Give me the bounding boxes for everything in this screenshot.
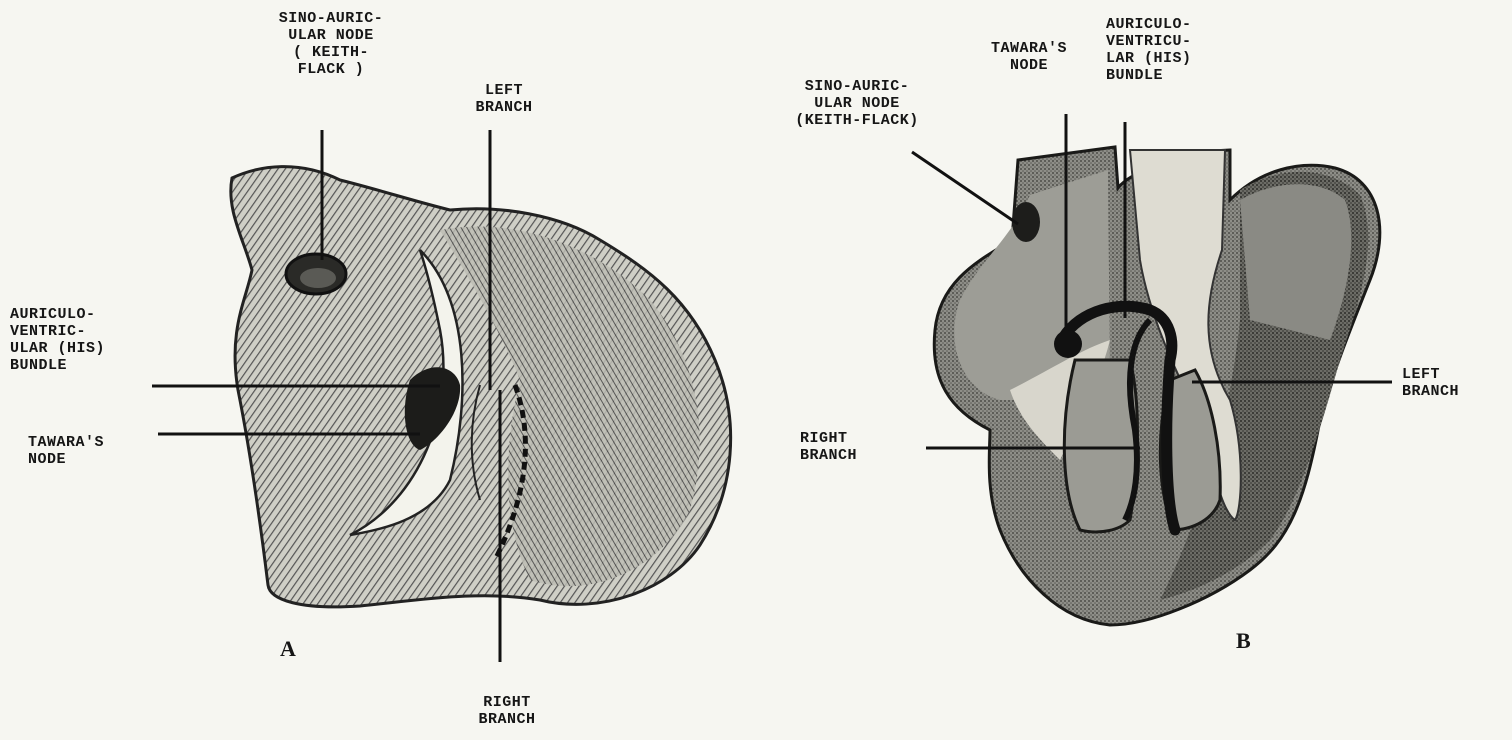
label-right-branch-a: RIGHT BRANCH (462, 694, 552, 728)
figure-letter-b: B (1236, 628, 1251, 654)
label-left-branch-b: LEFT BRANCH (1402, 366, 1459, 400)
label-his-bundle-a: AURICULO- VENTRIC- ULAR (HIS) BUNDLE (10, 306, 105, 374)
heart-a (152, 130, 731, 662)
label-his-bundle-b: AURICULO- VENTRICU- LAR (HIS) BUNDLE (1106, 16, 1192, 84)
label-sa-node-a: SINO-AURIC- ULAR NODE ( KEITH- FLACK ) (246, 10, 416, 78)
label-sa-node-b: SINO-AURIC- ULAR NODE (KEITH-FLACK) (762, 78, 952, 129)
label-tawara-a: TAWARA'S NODE (28, 434, 104, 468)
label-tawara-b: TAWARA'S NODE (974, 40, 1084, 74)
tawara-b-mark (1054, 330, 1082, 358)
leader-sa-b (912, 152, 1018, 224)
label-right-branch-b: RIGHT BRANCH (800, 430, 857, 464)
label-left-branch-a: LEFT BRANCH (464, 82, 544, 116)
figure-letter-a: A (280, 636, 296, 662)
heart-b (912, 114, 1392, 625)
